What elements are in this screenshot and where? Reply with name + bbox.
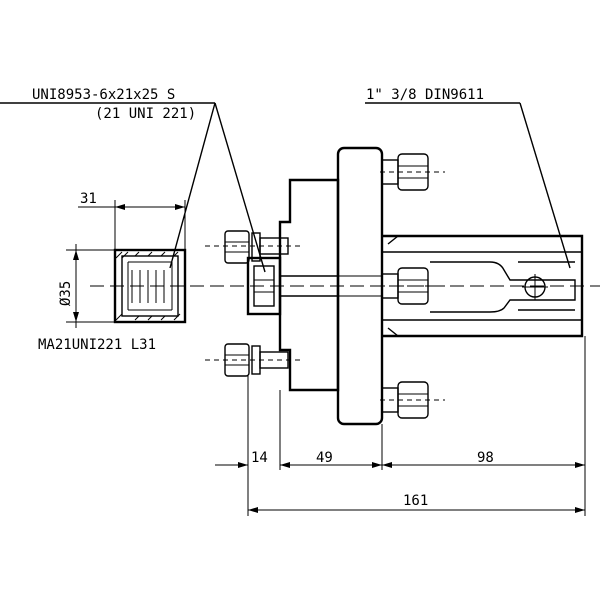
upper-right-bolt bbox=[380, 153, 445, 191]
spline-ref-label: (21 UNI 221) bbox=[95, 106, 196, 122]
dim-sleeve-length bbox=[78, 200, 186, 250]
dim-flange bbox=[280, 462, 382, 468]
shaft-spec-label: 1" 3/8 DIN9611 bbox=[366, 87, 484, 103]
dim-sleeve-diameter-label: Ø35 bbox=[58, 281, 74, 306]
upper-left-stud bbox=[205, 230, 300, 264]
lower-left-stud bbox=[205, 343, 300, 377]
dim-shaft-label: 98 bbox=[477, 450, 494, 466]
dim-total-label: 161 bbox=[403, 493, 428, 509]
dim-chain-extension-lines bbox=[247, 336, 586, 516]
middle-right-bolt bbox=[380, 267, 445, 305]
dim-total bbox=[248, 507, 585, 513]
dim-sleeve-length-label: 31 bbox=[80, 191, 97, 207]
dim-hub-label: 14 bbox=[251, 450, 268, 466]
spline-spec-leader bbox=[0, 102, 266, 273]
shaft-spec-leader bbox=[365, 102, 571, 269]
dim-sleeve-diameter bbox=[66, 244, 115, 328]
splined-shaft bbox=[382, 234, 584, 338]
housing bbox=[278, 178, 340, 392]
spline-spec-label: UNI8953-6x21x25 S bbox=[32, 87, 175, 103]
lower-right-bolt bbox=[380, 381, 445, 419]
dim-flange-label: 49 bbox=[316, 450, 333, 466]
sleeve-code-label: MA21UNI221 L31 bbox=[38, 337, 156, 353]
dim-shaft bbox=[382, 462, 585, 468]
